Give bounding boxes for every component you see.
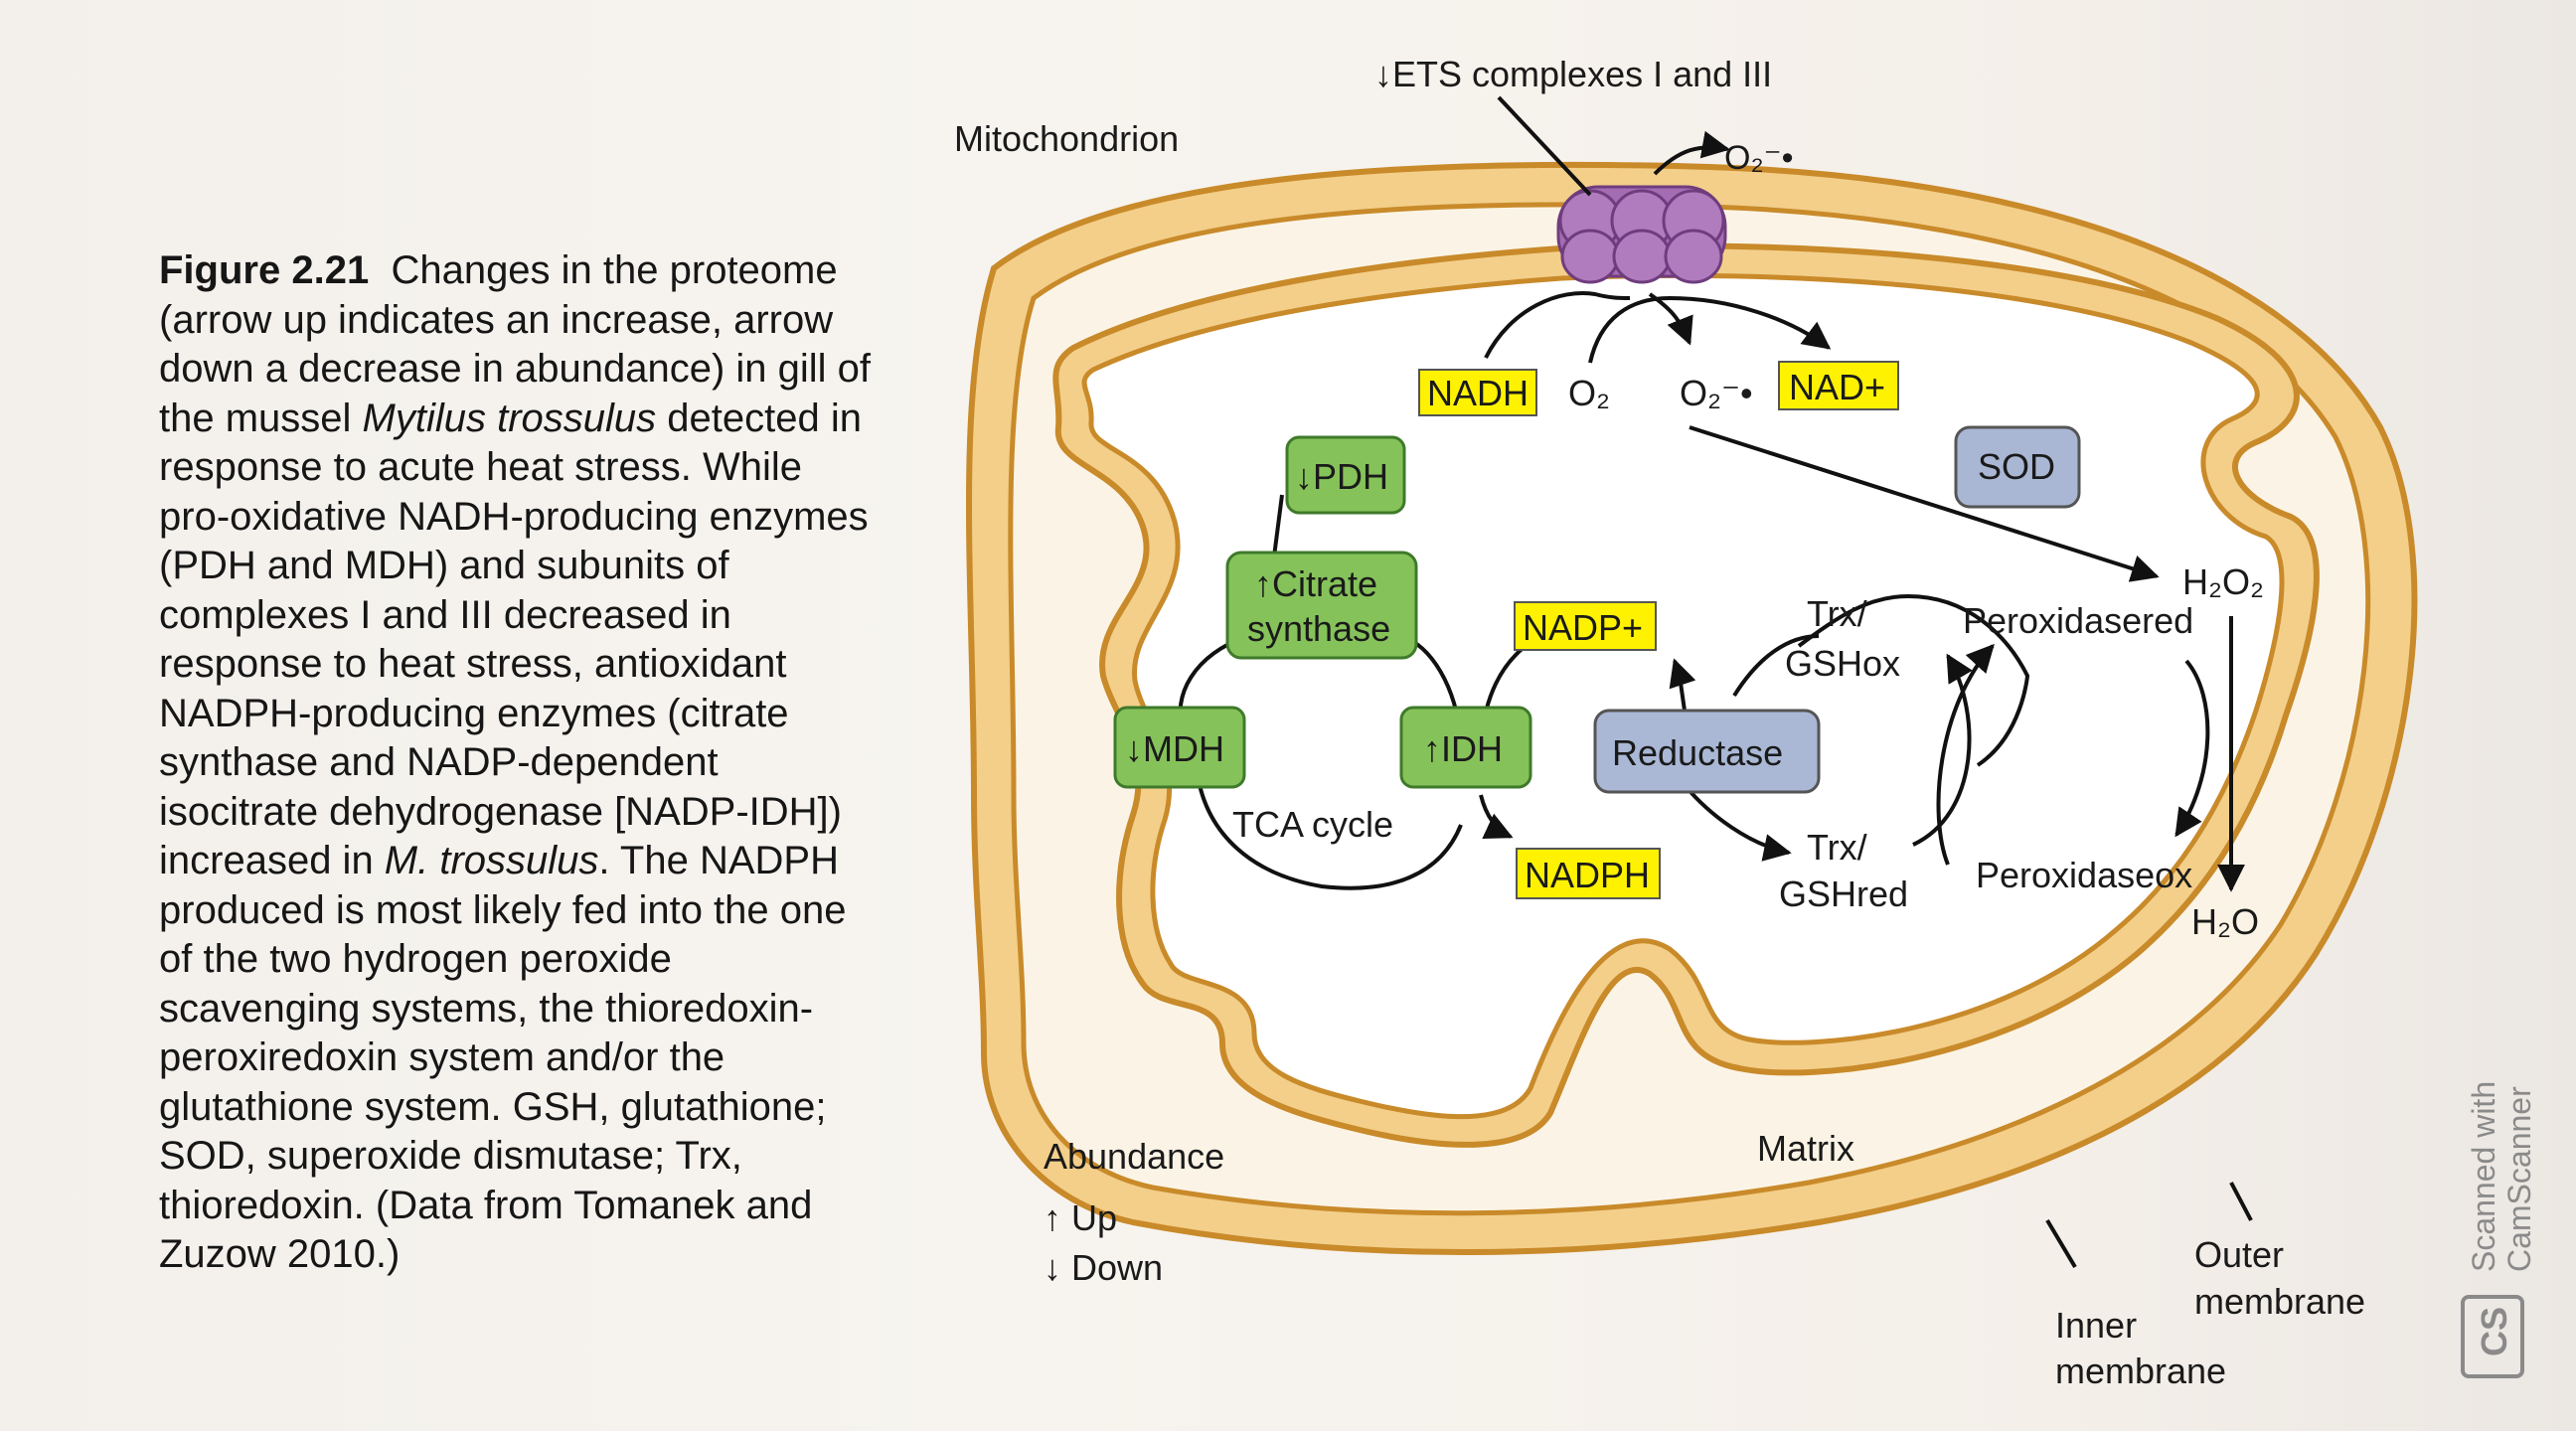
- h2o2-label: H₂O₂: [2182, 561, 2264, 602]
- nad-plus-label: NAD+: [1789, 367, 1885, 407]
- caption-text-2: detected in response to acute heat stres…: [159, 396, 869, 883]
- nadph-badge: NADPH: [1516, 848, 1661, 899]
- tca-cycle-label: TCA cycle: [1232, 804, 1393, 845]
- peroxidase-red-label: Peroxidasered: [1963, 600, 2193, 641]
- camscanner-watermark: Scanned with CamScanner CS: [2461, 1081, 2537, 1378]
- superoxide-release-arrow: [1653, 130, 1730, 176]
- outer-membrane-line1: Outer: [2194, 1234, 2284, 1275]
- reductase-label: Reductase: [1612, 732, 1783, 773]
- watermark-line2: CamScanner: [2501, 1086, 2537, 1272]
- trx-gsh-red-line2: GSHred: [1779, 874, 1908, 914]
- peroxidase-ox-label: Peroxidaseox: [1976, 855, 2192, 895]
- trx-to-peroxidase-red: [1936, 643, 1995, 866]
- mdh-box: ↓MDH: [1113, 706, 1246, 789]
- ets-label: ↓ETS complexes I and III: [1374, 54, 1772, 94]
- outer-membrane-leader: [2229, 1182, 2253, 1221]
- reductase-to-nadp: [1669, 658, 1696, 712]
- nadh-badge: NADH: [1418, 369, 1537, 416]
- trx-gsh-red-line1: Trx/: [1807, 827, 1867, 868]
- caption-text-3: . The NADPH produced is most likely fed …: [159, 839, 847, 1276]
- nadh-label: NADH: [1427, 373, 1529, 413]
- superoxide-label: O₂⁻•: [1680, 373, 1753, 413]
- pdh-label: ↓PDH: [1295, 456, 1388, 497]
- figure-caption: Figure 2.21 Changes in the proteome (arr…: [159, 246, 875, 1280]
- idh-label: ↑IDH: [1423, 728, 1503, 769]
- nadp-plus-badge: NADP+: [1514, 601, 1657, 651]
- ets-complex: [1556, 185, 1727, 284]
- peroxidase-red-to-ox: [2174, 659, 2210, 838]
- nad-arc: [1588, 295, 1832, 364]
- legend-title: Abundance: [1044, 1136, 1224, 1177]
- figure-number: Figure 2.21: [159, 248, 370, 292]
- inner-membrane-line2: membrane: [2055, 1351, 2226, 1391]
- inner-membrane-line1: Inner: [2055, 1305, 2137, 1346]
- idh-to-nadph: [1479, 794, 1514, 840]
- legend-down: ↓ Down: [1044, 1247, 1163, 1288]
- nadp-plus-label: NADP+: [1523, 607, 1643, 648]
- reductase-box: Reductase: [1593, 709, 1821, 794]
- tca-mdh-to-idh: [1196, 774, 1463, 890]
- reductase-upper: [1797, 593, 2030, 767]
- nadh-arc: [1484, 291, 1631, 359]
- inner-membrane-leader: [2045, 1218, 2077, 1269]
- caption-text: Changes in the proteome (arrow up indica…: [159, 248, 872, 440]
- caption-paragraph: Figure 2.21 Changes in the proteome (arr…: [159, 246, 875, 1280]
- mitochondrion-label: Mitochondrion: [954, 118, 1179, 159]
- citrate-synthase-line2: synthase: [1247, 608, 1390, 649]
- o2-label: O₂: [1568, 373, 1610, 413]
- nadph-label: NADPH: [1525, 855, 1650, 895]
- legend-up: ↑ Up: [1044, 1197, 1117, 1238]
- mdh-label: ↓MDH: [1125, 728, 1224, 769]
- citrate-synthase-line1: ↑Citrate: [1254, 563, 1377, 604]
- superoxide-top-label: O₂⁻•: [1724, 139, 1794, 177]
- ets-leader-line: [1497, 95, 1592, 197]
- matrix-label: Matrix: [1757, 1128, 1854, 1169]
- pdh-box: ↓PDH: [1285, 435, 1406, 515]
- trx-gsh-ox-line2: GSHox: [1785, 643, 1900, 684]
- pdh-leader: [1272, 494, 1284, 557]
- sod-label: SOD: [1978, 446, 2055, 487]
- watermark-logo: CS: [2474, 1307, 2514, 1356]
- outer-membrane-line2: membrane: [2194, 1281, 2365, 1322]
- watermark-line1: Scanned with: [2466, 1081, 2501, 1272]
- abundance-legend: Abundance ↑ Up ↓ Down: [1044, 1136, 1224, 1288]
- nad-plus-badge: NAD+: [1778, 361, 1899, 410]
- watermark-logo-frame: [2461, 1295, 2524, 1378]
- trx-cycle-top: [1732, 634, 1820, 698]
- reductase-to-trx-red: [1683, 783, 1792, 862]
- sod-box: SOD: [1954, 425, 2081, 509]
- citrate-synthase-box: ↑Citrate synthase: [1225, 551, 1418, 660]
- superoxide-to-h2o2-arrow: [1689, 425, 2160, 582]
- species-abbrev: M. trossulus: [384, 839, 599, 882]
- o2-to-superoxide-arrow: [1648, 292, 1693, 346]
- trx-gsh-ox-line1: Trx/: [1807, 593, 1867, 634]
- h2o-label: H₂O: [2191, 901, 2259, 942]
- pathway-arrows: [1178, 95, 2253, 1269]
- idh-box: ↑IDH: [1399, 706, 1532, 789]
- species-name: Mytilus trossulus: [362, 396, 657, 440]
- trx-red-to-ox-arrow: [1912, 653, 1973, 847]
